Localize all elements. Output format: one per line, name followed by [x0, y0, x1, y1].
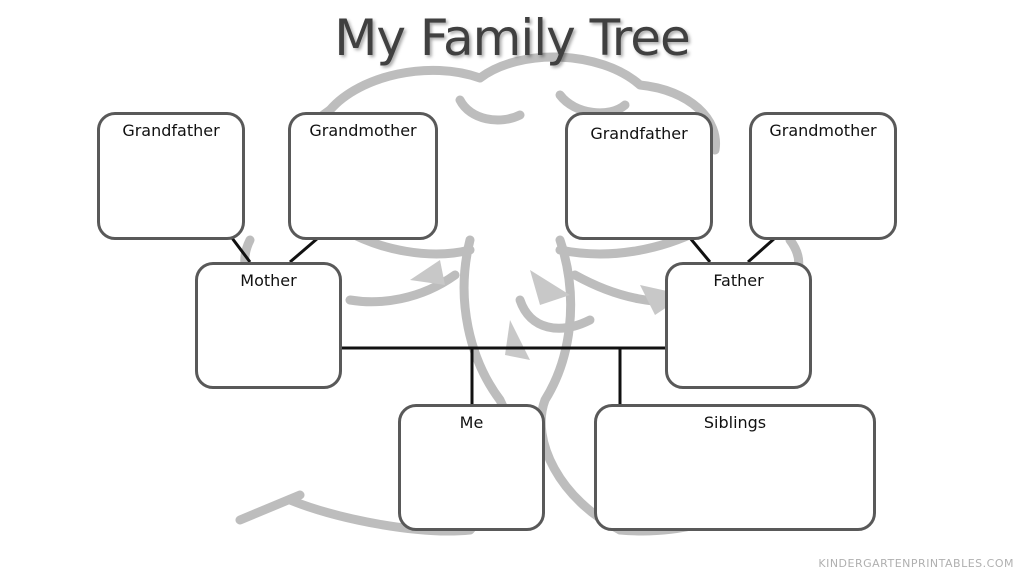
grandmother-right-box[interactable]: Grandmother — [749, 112, 897, 240]
footer-watermark: KINDERGARTENPRINTABLES.COM — [818, 557, 1014, 570]
mother-box[interactable]: Mother — [195, 262, 342, 389]
grandmother-left-box[interactable]: Grandmother — [288, 112, 438, 240]
grandfather-left-label: Grandfather — [122, 121, 220, 140]
mother-label: Mother — [240, 271, 297, 290]
grandfather-right-label: Grandfather — [590, 124, 688, 143]
siblings-box[interactable]: Siblings — [594, 404, 876, 531]
page-title: My Family Tree — [334, 9, 691, 67]
grandmother-right-label: Grandmother — [769, 121, 877, 140]
grandfather-right-box[interactable]: Grandfather — [565, 112, 713, 240]
grandmother-left-label: Grandmother — [309, 121, 417, 140]
me-box[interactable]: Me — [398, 404, 545, 531]
grandfather-paternal-left-box[interactable]: Grandfather — [97, 112, 245, 240]
me-label: Me — [459, 413, 484, 432]
father-label: Father — [713, 271, 764, 290]
father-box[interactable]: Father — [665, 262, 812, 389]
siblings-label: Siblings — [703, 413, 767, 432]
